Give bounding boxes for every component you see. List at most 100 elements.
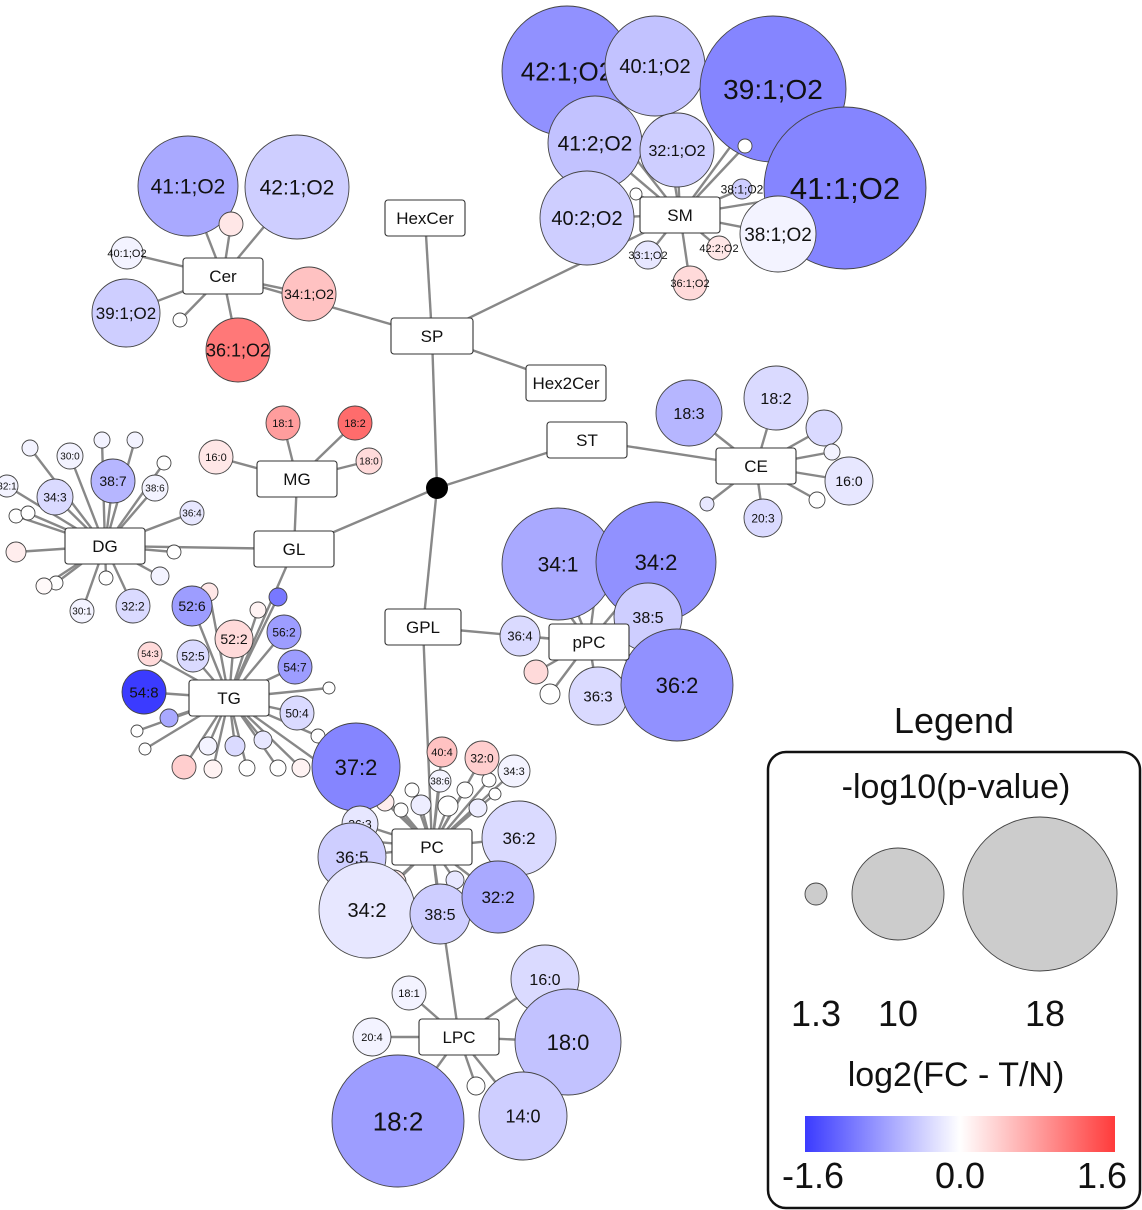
class-hubs: SPHexCerHex2CerCerSMSTCEGLMGDGTGGPLpPCPC… <box>64 196 797 1056</box>
lipid-bubble-tg <box>322 681 336 695</box>
lipid-bubble-dg <box>98 570 114 586</box>
lipid-label-ppc: 34:1 <box>538 554 579 577</box>
lipid-bubble-dg <box>93 431 111 449</box>
lipid-label-pc: 34:2 <box>348 900 387 922</box>
lipid-bubble-tg <box>138 742 152 756</box>
lipid-bubble-pc <box>497 754 531 788</box>
lipid-label-cer: 39:1;O2 <box>96 304 157 323</box>
hub-label-gpl: GPL <box>406 618 440 637</box>
lipid-bubble-dg <box>150 566 170 586</box>
lipid-label-sm: 38:1;O2 <box>744 225 812 246</box>
lipid-label-ce: 18:3 <box>673 406 704 423</box>
legend-color-value-mid: 0.0 <box>935 1155 985 1196</box>
lipid-bubble-pc <box>404 782 420 798</box>
lipid-bubble-tg <box>269 759 287 777</box>
lipid-bubble-tg <box>291 758 311 778</box>
hub-label-mg: MG <box>283 470 310 489</box>
lipid-bubble-tg <box>238 759 256 777</box>
hub-label-cer: Cer <box>209 267 237 286</box>
lipid-label-cer: 34:1;O2 <box>284 286 334 302</box>
lipid-label-ppc: 38:5 <box>632 610 663 627</box>
lipid-label-pc: 40:4 <box>431 747 452 759</box>
lipid-label-sm: 33:1;O2 <box>628 250 667 262</box>
lipid-bubble-tg <box>249 601 267 619</box>
lipid-bubble-dg <box>90 458 136 504</box>
hub-box-gl <box>253 530 335 568</box>
hub-edge-sm <box>431 213 681 338</box>
legend-size-title: -log10(p-value) <box>842 768 1071 806</box>
lipid-label-dg: 32:2 <box>121 599 145 613</box>
lipid-bubble-tg <box>159 708 179 728</box>
lipid-label-sm: 42:2;O2 <box>699 243 738 255</box>
lipid-bubble-dg <box>115 588 151 624</box>
lipid-label-dg: 38:6 <box>145 484 165 495</box>
lipid-bubble-sm <box>737 138 753 154</box>
hub-box-gpl <box>384 608 462 646</box>
legend-color-title: log2(FC - T/N) <box>848 1056 1065 1094</box>
lipid-label-pc: 34:3 <box>503 766 524 778</box>
hub-label-sm: SM <box>667 206 693 225</box>
lipid-label-cer: 41:1;O2 <box>151 176 226 199</box>
lipid-label-pc: 38:5 <box>424 907 455 924</box>
hub-box-hex2cer <box>525 364 607 402</box>
lipid-label-sm: 40:1;O2 <box>619 56 690 78</box>
lipid-label-lpc: 20:4 <box>361 1032 382 1044</box>
hub-label-lpc: LPC <box>442 1028 475 1047</box>
lipid-label-sm: 32:1;O2 <box>649 143 706 160</box>
lipid-bubble-lpc <box>391 975 427 1011</box>
lipid-bubble-tg <box>121 669 167 715</box>
hub-box-cer <box>182 257 264 295</box>
lipid-bubble-tg <box>224 735 246 757</box>
hub-label-ppc: pPC <box>572 633 605 652</box>
legend-size-value-high: 18 <box>1025 993 1065 1034</box>
lipid-bubble-cer <box>244 134 350 240</box>
lipid-bubble-lpc <box>514 988 622 1096</box>
lipid-bubble-dg <box>35 577 53 595</box>
hub-label-hexcer: HexCer <box>396 209 454 228</box>
lipid-bubble-pc <box>426 736 458 768</box>
lipid-label-mg: 18:0 <box>359 457 379 468</box>
lipid-bubble-mg <box>337 405 373 441</box>
lipid-bubble-tg <box>203 759 223 779</box>
lipid-label-tg: 54:7 <box>283 660 307 674</box>
lipid-label-tg: 52:2 <box>220 631 247 647</box>
lipid-bubble-cer <box>137 135 239 237</box>
lipid-bubble-pc <box>488 787 502 801</box>
lipid-bubble-sm <box>639 112 715 188</box>
lipid-bubble-ce <box>824 456 874 506</box>
hub-label-st: ST <box>576 431 598 450</box>
lipid-label-lpc: 16:0 <box>529 972 560 989</box>
lipid-label-sm: 39:1;O2 <box>723 74 823 105</box>
lipid-bubble-sm <box>672 265 708 301</box>
lipid-bubble-tg <box>214 619 254 659</box>
lipid-bubble-pc <box>464 740 500 776</box>
lipid-bubble-tg <box>277 649 313 685</box>
legend-size-large <box>962 816 1118 972</box>
hub-box-mg <box>256 460 338 498</box>
lipid-bubble-tg <box>176 639 210 673</box>
lipid-bubble-lpc <box>478 1071 568 1161</box>
lipid-label-tg: 52:5 <box>181 649 205 663</box>
lipid-label-lpc: 18:2 <box>373 1106 424 1136</box>
hub-label-sp: SP <box>421 327 444 346</box>
legend-color-value-high: 1.6 <box>1077 1155 1127 1196</box>
lipid-label-pc: 32:2 <box>481 888 514 907</box>
lipid-label-tg: 50:4 <box>285 706 309 720</box>
lipid-bubble-ppc <box>539 683 561 705</box>
lipid-bubble-tg <box>268 587 288 607</box>
lipid-label-mg: 18:1 <box>272 418 293 430</box>
hub-edge-sp <box>430 335 439 489</box>
lipid-label-sm: 40:2;O2 <box>551 208 622 230</box>
lipid-bubble-dg <box>21 439 39 457</box>
lipid-bubble-sm <box>629 187 643 201</box>
lipid-label-ppc: 36:4 <box>507 629 532 644</box>
hub-edge-gpl <box>421 487 439 628</box>
lipid-bubble-tg <box>171 754 197 780</box>
lipid-bubble-ce <box>805 409 843 447</box>
lipid-bubble-ppc <box>499 615 541 657</box>
lipid-label-pc: 32:0 <box>470 751 494 765</box>
lipid-bubble-sm <box>539 170 635 266</box>
lipid-label-dg: 32:1 <box>0 482 17 493</box>
lipid-label-sm: 41:2;O2 <box>558 133 633 156</box>
lipid-bubble-ce <box>655 379 723 447</box>
